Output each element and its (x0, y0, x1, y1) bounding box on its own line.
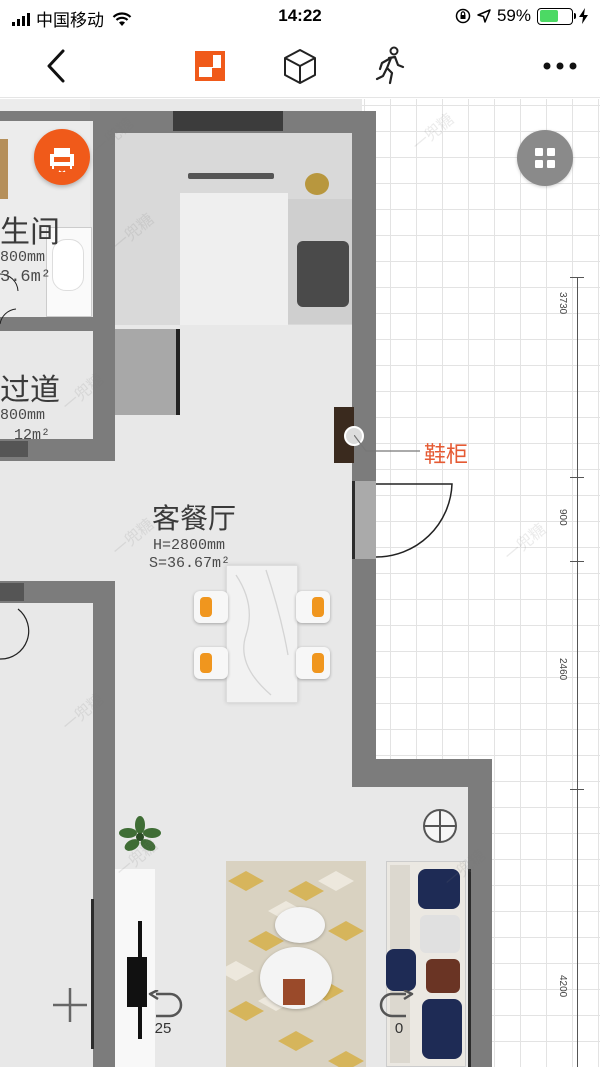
redo-icon (379, 989, 414, 1017)
door-swings (0, 273, 453, 660)
compass-button[interactable] (421, 807, 459, 845)
plus-icon (53, 988, 87, 1022)
pillow (426, 959, 460, 993)
undo-button[interactable]: 25 (140, 987, 186, 1039)
room-height-living: H=2800mm (153, 537, 226, 554)
cube-3d-button[interactable] (276, 42, 324, 90)
wall (0, 317, 115, 331)
dimension-line (577, 277, 578, 1067)
orientation-lock-icon (455, 8, 471, 24)
room-area-bathroom: 3.6m² (0, 268, 52, 287)
marble-texture (235, 569, 289, 696)
status-bar: 中国移动 14:22 59% (0, 0, 600, 34)
walkthrough-button[interactable] (366, 42, 414, 90)
range-hood (188, 173, 274, 179)
room-name-corridor[interactable]: 过道 (0, 374, 60, 407)
sink (52, 239, 84, 291)
dimension-label: 4200 (557, 975, 568, 998)
dining-chair[interactable] (194, 647, 228, 679)
room-name-bathroom[interactable]: 生间 (0, 216, 60, 249)
compass-icon (423, 809, 457, 843)
room-height-bathroom: 800mm (0, 249, 46, 266)
furniture-library-button[interactable] (34, 129, 90, 185)
cube-3d-icon (284, 49, 316, 84)
tv-stand (127, 957, 147, 1007)
book (283, 979, 305, 1005)
carrier-name: 中国移动 (36, 11, 104, 30)
callout-label[interactable]: 鞋柜 (424, 442, 469, 467)
dining-table[interactable] (226, 565, 298, 703)
kitchen-floor (180, 193, 288, 325)
door-opening (0, 441, 28, 457)
redo-button[interactable]: 0 (376, 987, 422, 1039)
dimension-label: 3730 (557, 292, 568, 315)
undo-icon (148, 989, 183, 1017)
battery-icon (537, 7, 576, 25)
plant (119, 816, 161, 851)
room-area-living: S=36.67m² (149, 555, 231, 572)
cushion (418, 869, 460, 909)
wall (93, 121, 115, 439)
callout-line (354, 435, 420, 452)
wall (0, 439, 115, 461)
floorplan-canvas[interactable]: 鞋柜 生间 800mm 3.6m² 过道 800mm 12m² 客餐厅 H=28… (0, 99, 600, 1067)
more-button[interactable] (536, 42, 584, 90)
dining-chair[interactable] (194, 591, 228, 623)
dimension-label: 900 (557, 509, 568, 526)
dimension-label: 2460 (557, 658, 568, 681)
walk-person-icon (375, 46, 405, 85)
grid-view-button[interactable] (517, 130, 573, 186)
wall (0, 581, 115, 603)
cushion (422, 999, 462, 1059)
cabinet[interactable] (115, 329, 178, 415)
dining-chair[interactable] (296, 647, 330, 679)
back-button[interactable] (32, 42, 80, 90)
window (91, 899, 94, 1049)
charging-bolt-icon (579, 8, 588, 24)
cushion (386, 949, 416, 991)
wall (352, 111, 376, 481)
location-arrow-icon (477, 9, 491, 23)
door-frame (352, 481, 376, 559)
wall (0, 111, 115, 121)
wall (468, 759, 492, 1067)
chevron-left-icon (47, 49, 65, 83)
wall (352, 559, 376, 767)
pillow (420, 915, 460, 953)
undo-count: 25 (154, 1019, 172, 1037)
clock: 14:22 (278, 6, 322, 25)
room-height-corridor: 800mm (0, 407, 46, 424)
plant-pot (305, 173, 329, 195)
top-toolbar (0, 34, 600, 98)
wifi-icon (112, 11, 132, 26)
room-name-living[interactable]: 客餐厅 (152, 503, 237, 534)
cabinet-door (176, 329, 180, 415)
side-table[interactable] (275, 907, 325, 943)
door-jamb (352, 481, 355, 559)
window (468, 869, 471, 1067)
towel-rack (0, 139, 8, 199)
floorplan-2d-icon (195, 51, 225, 81)
signal-icon (12, 12, 30, 26)
door-opening (0, 583, 24, 601)
more-dots-icon (543, 62, 577, 70)
window (173, 111, 283, 131)
dining-chair[interactable] (296, 591, 330, 623)
floorplan-2d-button[interactable] (186, 42, 234, 90)
battery-percent: 59% (496, 6, 531, 25)
refrigerator[interactable] (297, 241, 349, 307)
zoom-in-button[interactable] (48, 983, 92, 1027)
grid-view-icon (535, 148, 555, 168)
armchair-icon (50, 148, 74, 172)
redo-count: 0 (394, 1019, 404, 1037)
wall (93, 581, 115, 1067)
room-area-corridor: 12m² (14, 427, 51, 444)
